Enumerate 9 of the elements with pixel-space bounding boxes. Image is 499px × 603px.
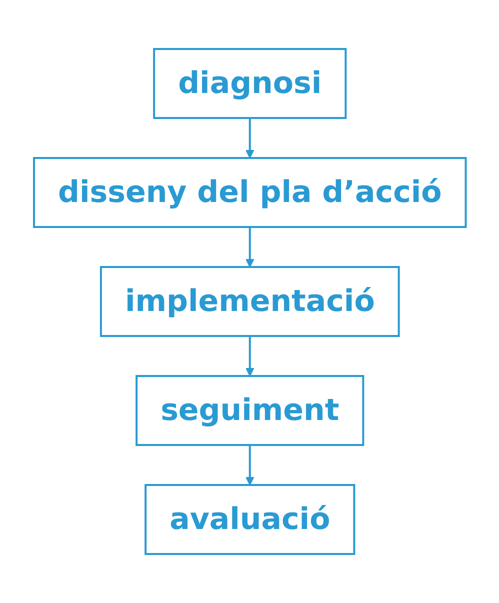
node-box: avaluació bbox=[144, 484, 355, 555]
arrow bbox=[245, 118, 254, 158]
node-box: implementació bbox=[100, 266, 400, 337]
arrow bbox=[245, 336, 254, 376]
arrow bbox=[245, 227, 254, 268]
arrow bbox=[245, 445, 254, 486]
node-box: disseny del pla d’acció bbox=[32, 157, 466, 228]
node-box: seguiment bbox=[135, 375, 364, 446]
node-box: diagnosi bbox=[152, 48, 346, 119]
